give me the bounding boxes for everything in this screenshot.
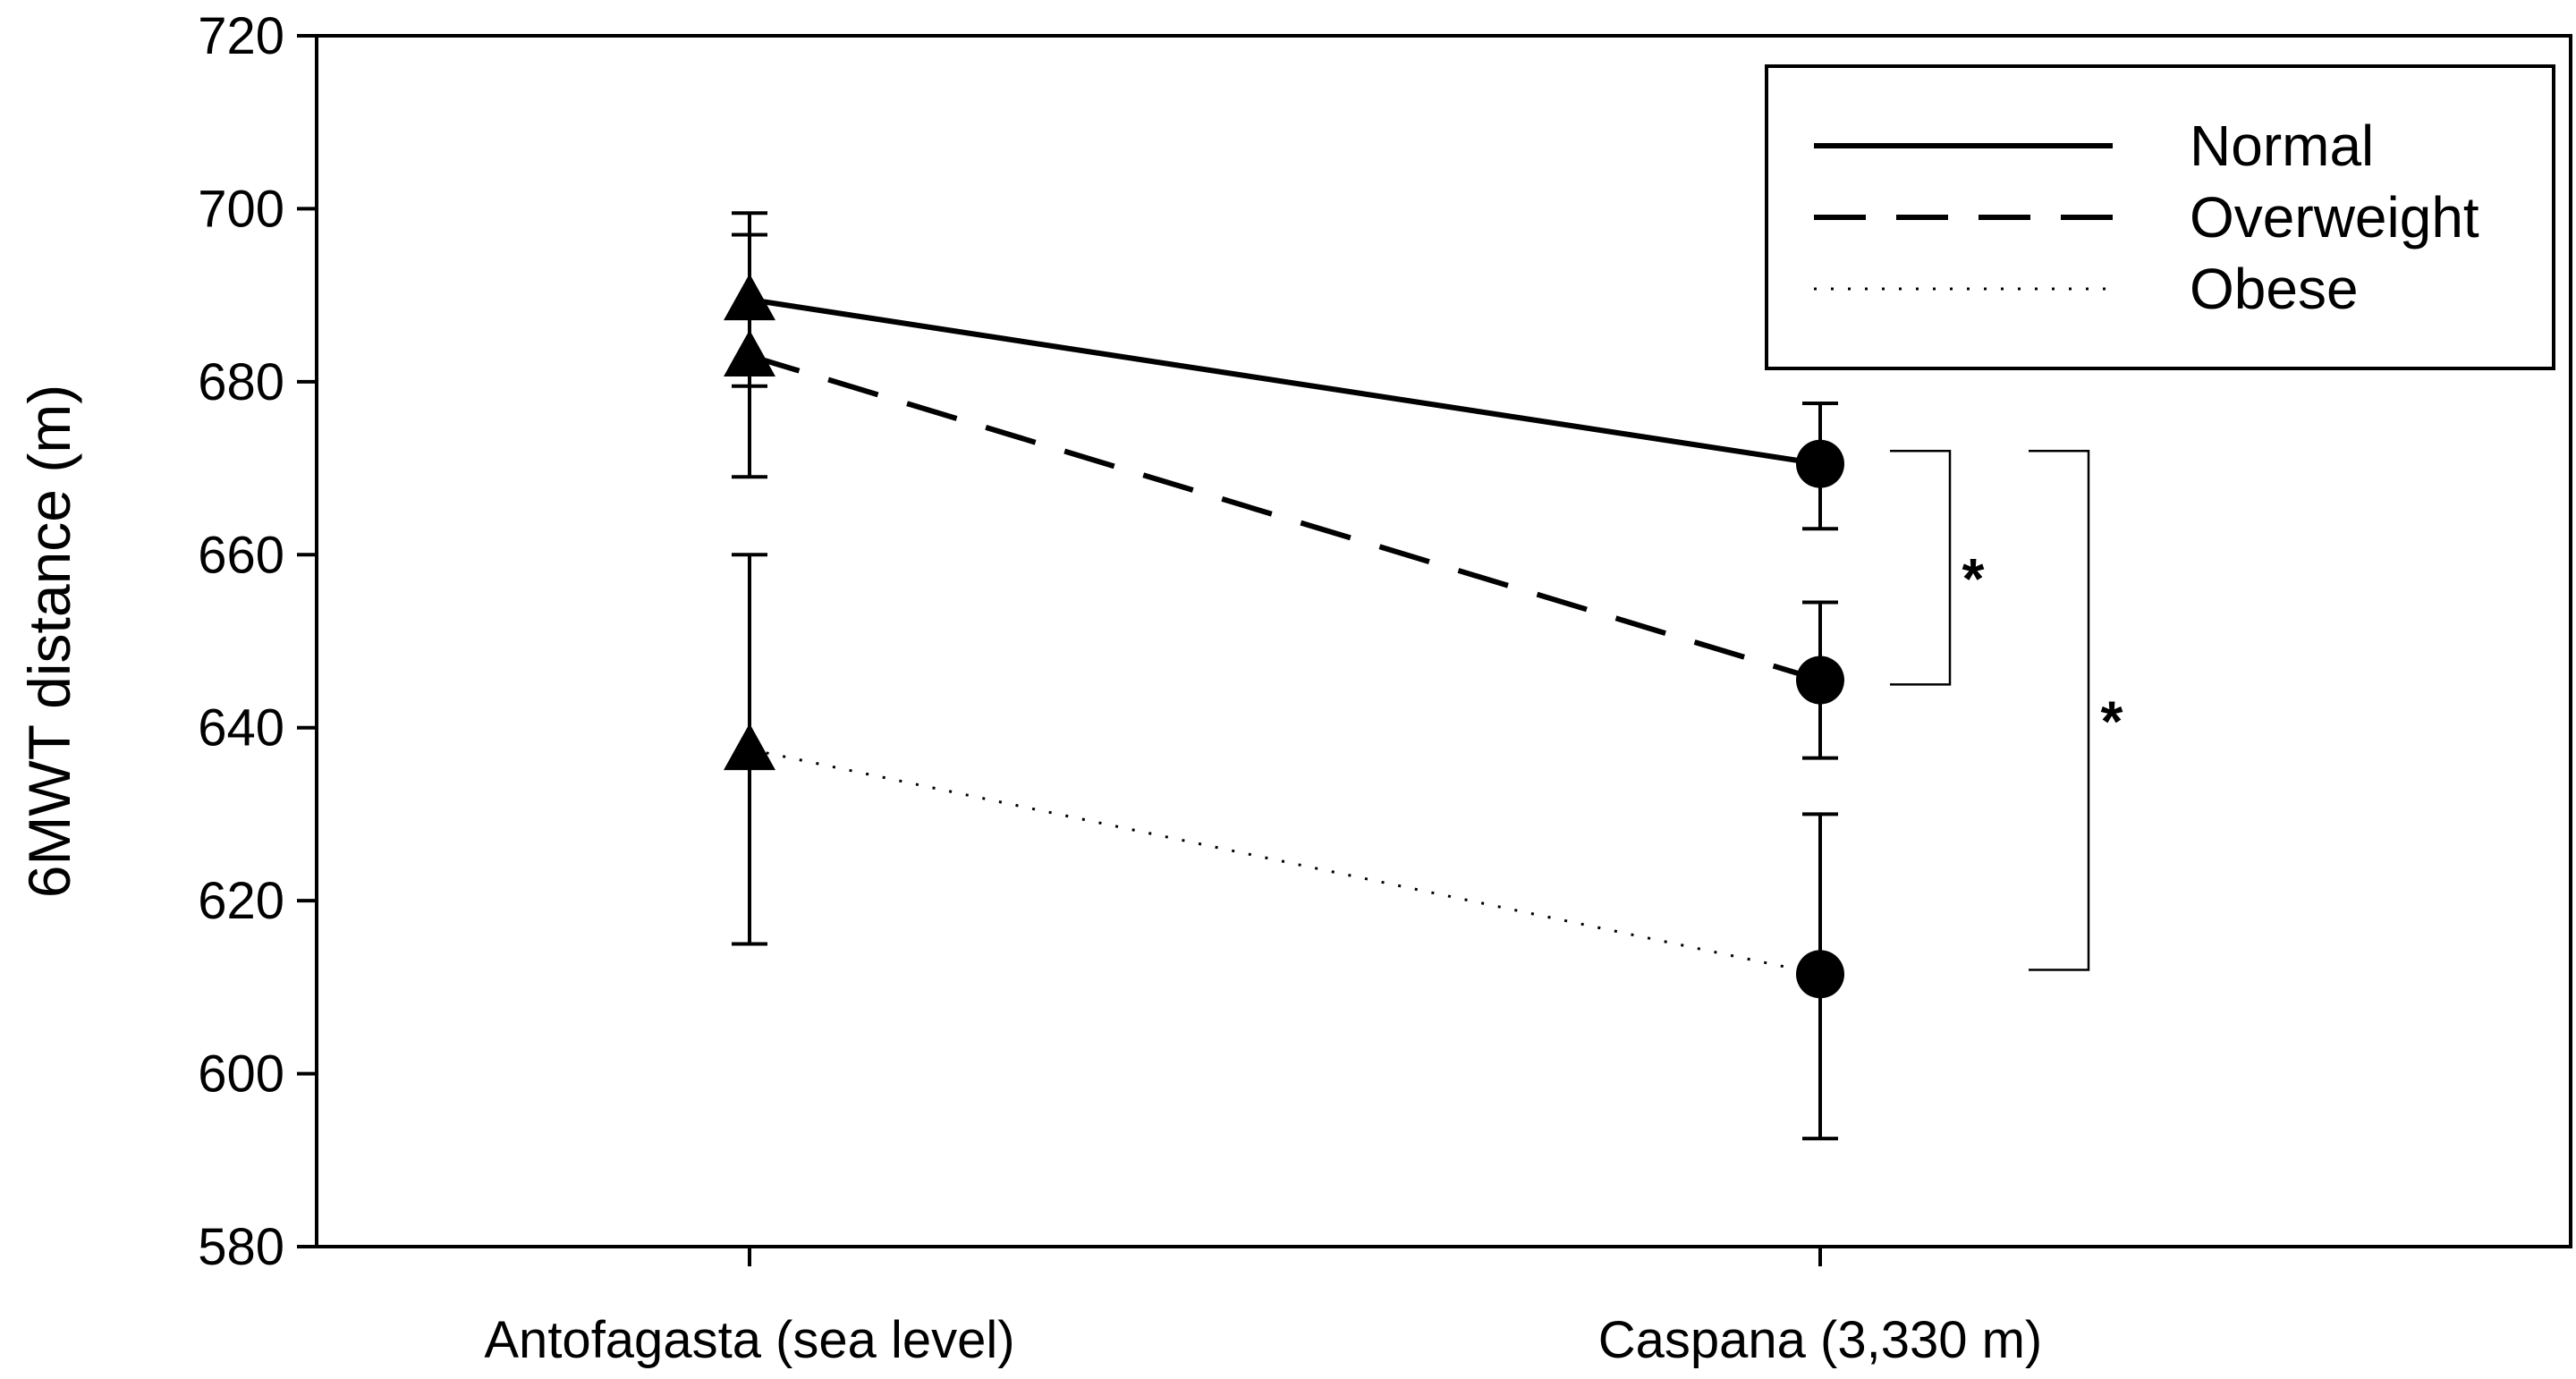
series-layer — [724, 211, 1844, 1141]
y-tick-label: 620 — [198, 872, 284, 930]
y-axis: 580 600 620 640 660 680 700 720 — [198, 7, 317, 1276]
marker-triangle — [724, 273, 775, 321]
marker-circle — [1796, 950, 1844, 999]
marker-circle — [1796, 439, 1844, 488]
significance-bracket — [1890, 449, 1952, 686]
x-tick-label: Caspana (3,330 m) — [1598, 1311, 2042, 1369]
series-line-obese — [749, 748, 1821, 976]
y-tick-label: 580 — [198, 1218, 284, 1276]
x-tick-label: Antofagasta (sea level) — [484, 1311, 1014, 1369]
annotation-layer: ** — [1890, 449, 2123, 971]
legend-label-normal: Normal — [2190, 114, 2374, 178]
significance-star: * — [2101, 689, 2123, 753]
x-axis: Antofagasta (sea level) Caspana (3,330 m) — [484, 1247, 2042, 1369]
marker-triangle — [724, 723, 775, 771]
y-tick-label: 660 — [198, 526, 284, 584]
y-tick-label: 640 — [198, 699, 284, 757]
markers — [724, 273, 1844, 999]
plot-area-frame — [315, 34, 2572, 1248]
significance-bracket — [2029, 449, 2090, 971]
y-tick-label: 700 — [198, 180, 284, 238]
series-lines — [749, 297, 1821, 976]
y-tick-label: 600 — [198, 1045, 284, 1104]
marker-circle — [1796, 656, 1844, 705]
y-tick-label: 720 — [198, 7, 284, 65]
significance-star: * — [1962, 546, 1985, 611]
y-axis-label: 6MWT distance (m) — [16, 385, 82, 899]
series-line-normal — [749, 297, 1821, 467]
y-tick-label: 680 — [198, 353, 284, 411]
legend-label-overweight: Overweight — [2190, 185, 2479, 250]
marker-triangle — [724, 329, 775, 377]
series-line-overweight — [749, 352, 1821, 683]
legend-label-obese: Obese — [2190, 257, 2359, 321]
error-bars — [732, 211, 1838, 1141]
